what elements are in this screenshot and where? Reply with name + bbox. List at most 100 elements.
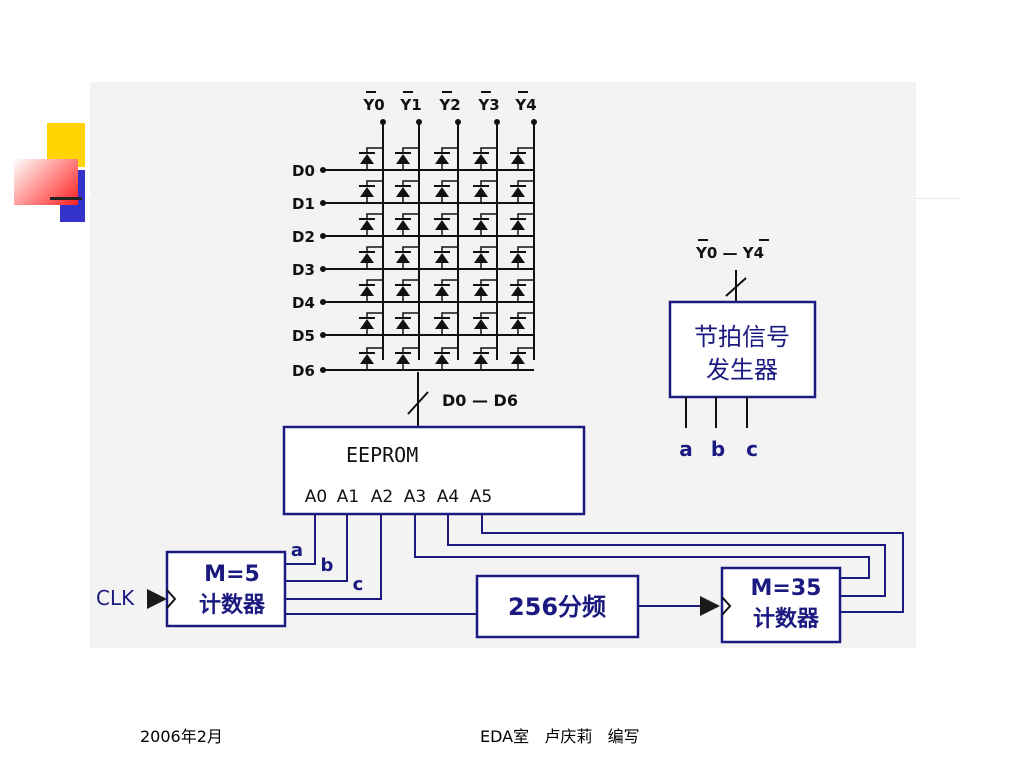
diode	[435, 154, 449, 164]
eeprom-pin-a3: A3	[404, 487, 426, 507]
diode	[396, 253, 410, 263]
row-label-d5: D5	[292, 327, 315, 345]
diode	[360, 354, 374, 364]
diode	[360, 154, 374, 164]
counter-5-clock-input	[166, 589, 177, 609]
diode-lead	[441, 312, 458, 318]
counter-5-line2: 计数器	[199, 592, 266, 618]
diode	[474, 154, 488, 164]
diode-lead	[517, 279, 534, 285]
diode	[435, 319, 449, 329]
diode-lead	[366, 180, 383, 186]
diode	[474, 253, 488, 263]
diode	[511, 220, 525, 230]
diode-lead	[480, 180, 497, 186]
diode-lead	[517, 347, 534, 353]
diode	[511, 154, 525, 164]
row-label-d1: D1	[292, 195, 315, 213]
diode-lead	[480, 147, 497, 153]
decor-dash	[50, 197, 82, 200]
diode-lead	[480, 279, 497, 285]
diode-lead	[402, 246, 419, 252]
diode-lead	[402, 180, 419, 186]
diode-matrix	[320, 119, 537, 373]
row-terminal	[320, 200, 326, 206]
row-label-d6: D6	[292, 362, 315, 380]
counter-5-box	[165, 550, 287, 628]
bus-d-slash	[407, 391, 429, 415]
diode-lead	[402, 147, 419, 153]
diode	[435, 354, 449, 364]
diode-lead	[402, 347, 419, 353]
row-terminal	[320, 299, 326, 305]
beat-generator-box	[668, 300, 817, 399]
counter-35-line1: M=35	[751, 576, 822, 601]
counter-5-output-b: b	[321, 555, 334, 576]
eeprom-pin-a4: A4	[437, 487, 459, 507]
counter-35: M=35 计数器	[720, 566, 842, 644]
diode	[435, 187, 449, 197]
row-label-d3: D3	[292, 261, 315, 279]
diode-lead	[517, 147, 534, 153]
diode-lead	[366, 312, 383, 318]
diode-lead	[480, 347, 497, 353]
eeprom-pin-a0: A0	[305, 487, 327, 507]
diode-lead	[517, 312, 534, 318]
row-terminal	[320, 167, 326, 173]
diode	[396, 187, 410, 197]
eeprom-pin-a2: A2	[371, 487, 393, 507]
diode	[511, 286, 525, 296]
diode	[511, 319, 525, 329]
diode-lead	[366, 246, 383, 252]
column-terminal	[455, 119, 461, 125]
counter-35-box	[720, 566, 842, 644]
divider-label: 256分频	[508, 593, 606, 621]
counter-5-output-a: a	[291, 540, 303, 561]
diode	[474, 220, 488, 230]
row-label-d2: D2	[292, 228, 315, 246]
beat-generator-bus-label: Y0 — Y4	[695, 244, 764, 262]
beat-bus-slash	[725, 277, 747, 297]
diode-lead	[441, 147, 458, 153]
diode-lead	[441, 279, 458, 285]
diode	[474, 354, 488, 364]
diode	[396, 220, 410, 230]
diode	[511, 354, 525, 364]
divider-256: 256分频	[475, 574, 640, 639]
footer-author: EDA室 卢庆莉 编写	[480, 727, 640, 746]
diode-lead	[441, 347, 458, 353]
wire-c-to-a2	[285, 514, 382, 600]
diode-lead	[517, 180, 534, 186]
diode-lead	[402, 213, 419, 219]
column-label-y3: Y3	[477, 96, 499, 114]
column-label-y0: Y0	[362, 96, 384, 114]
divider-box	[475, 574, 640, 639]
diode	[511, 253, 525, 263]
diode-lead	[441, 213, 458, 219]
eeprom-box	[282, 425, 586, 516]
diode-lead	[402, 312, 419, 318]
beat-output-c: c	[746, 437, 758, 461]
column-terminal	[494, 119, 500, 125]
diode-lead	[366, 279, 383, 285]
diode	[474, 286, 488, 296]
diode	[474, 187, 488, 197]
diode-lead	[480, 213, 497, 219]
column-labels: Y0 Y1 Y2 Y3 Y4	[362, 96, 536, 114]
column-terminal	[380, 119, 386, 125]
counter-35-clock-input	[721, 596, 732, 616]
diode	[474, 319, 488, 329]
counter-5-line1: M=5	[204, 562, 260, 587]
diode	[360, 319, 374, 329]
bus-d-label: D0 — D6	[442, 391, 518, 410]
diode	[360, 220, 374, 230]
beat-generator-line2: 发生器	[706, 356, 778, 384]
counter-5: CLK M=5 计数器 a b c	[96, 540, 363, 628]
column-terminal	[416, 119, 422, 125]
diode-lead	[366, 213, 383, 219]
diode	[360, 187, 374, 197]
diode-lead	[366, 147, 383, 153]
wire-a4	[447, 514, 886, 597]
diode	[396, 319, 410, 329]
